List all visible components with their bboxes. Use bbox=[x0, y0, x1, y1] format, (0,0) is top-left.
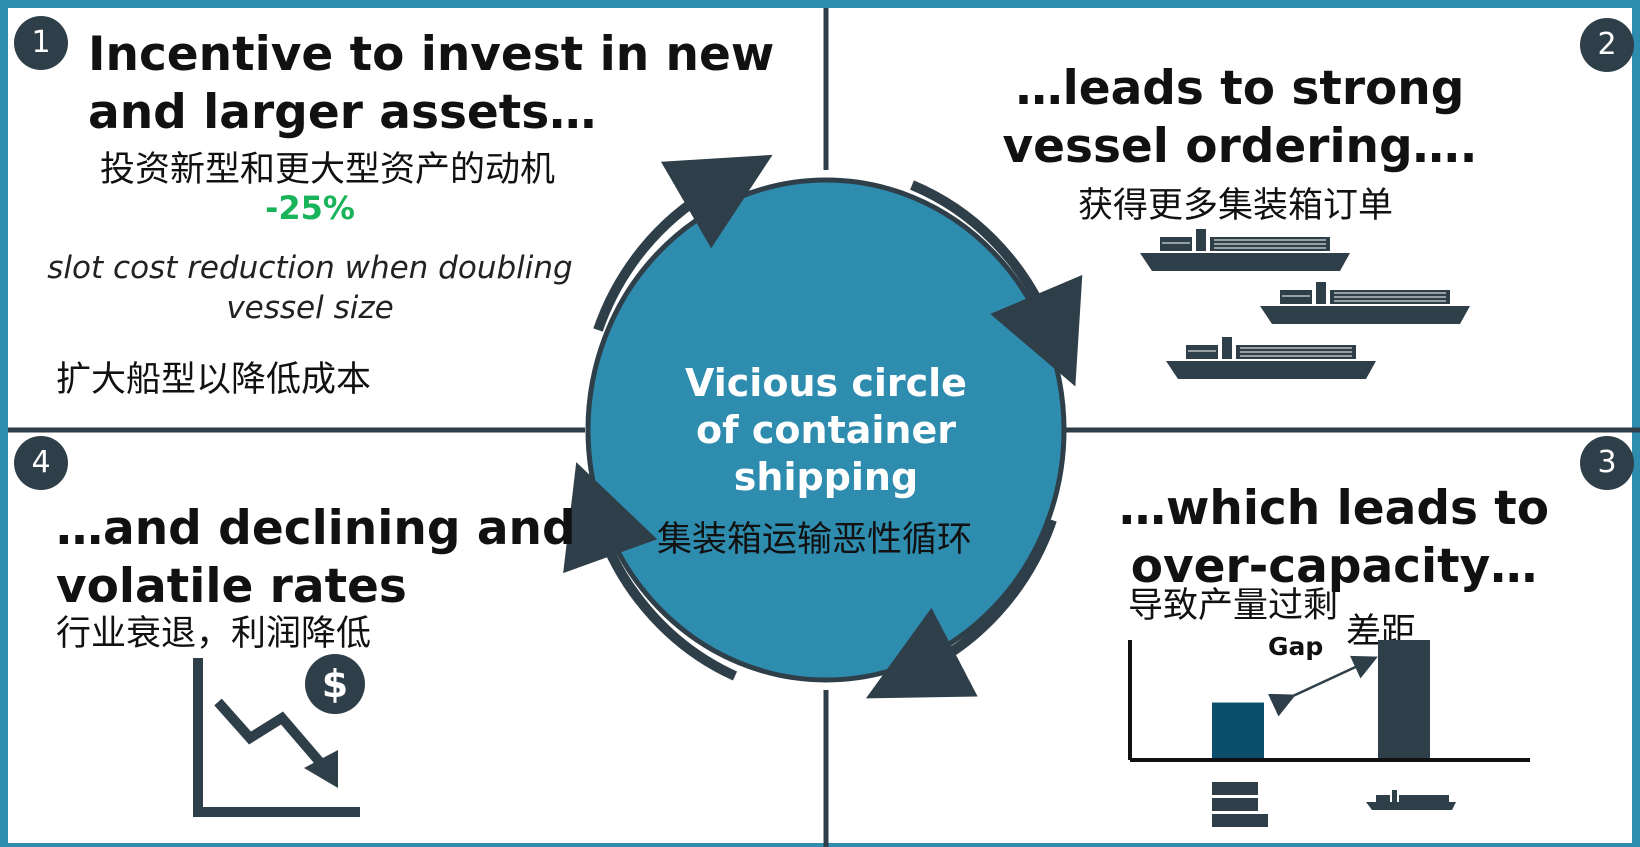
chart-axes bbox=[193, 658, 360, 817]
quadrant-2-title: …leads to strong vessel ordering…. bbox=[960, 60, 1520, 176]
quadrant-3-title-line-1: …which leads to bbox=[1118, 481, 1550, 536]
container-ship-icon bbox=[1166, 337, 1376, 379]
container-ship-icon bbox=[1366, 790, 1456, 810]
quadrant-3-title-line-2: over-capacity… bbox=[1130, 539, 1538, 594]
demand-bar bbox=[1212, 702, 1264, 758]
declining-arrowhead bbox=[304, 750, 338, 788]
declining-line bbox=[214, 698, 334, 778]
quadrant-1-note-line-2: vessel size bbox=[226, 290, 394, 326]
cycle-arrow-top-left bbox=[593, 154, 773, 332]
quadrant-2-title-line-1: …leads to strong bbox=[1015, 61, 1465, 116]
quadrant-1-title: Incentive to invest in new and larger as… bbox=[88, 26, 774, 142]
container-ship-icon bbox=[1140, 229, 1350, 271]
supply-bar bbox=[1378, 640, 1430, 758]
dollar-coin-icon bbox=[305, 654, 365, 714]
quadrant-1-title-line-2: and larger assets… bbox=[88, 85, 597, 140]
cycle-arrow-bottom-left bbox=[563, 462, 738, 681]
quadrant-4-subtitle-cn: 行业衰退，利润降低 bbox=[56, 614, 372, 654]
quadrant-1-subtitle-cn: 投资新型和更大型资产的动机 bbox=[100, 150, 556, 190]
center-title-line-2: of container bbox=[696, 408, 956, 452]
gap-arrow bbox=[1267, 655, 1378, 717]
quadrant-1-note-cn: 扩大船型以降低成本 bbox=[56, 360, 372, 400]
container-ship-icon bbox=[1260, 282, 1470, 324]
quadrant-4-title-line-1: …and declining and bbox=[56, 501, 576, 556]
center-title-line-3: shipping bbox=[733, 455, 919, 499]
declining-dollar-chart-icon: $ bbox=[193, 654, 365, 817]
container-stack-icon bbox=[1212, 782, 1268, 827]
cycle-arrow-top-right bbox=[910, 180, 1083, 387]
quadrant-1-number-badge: 1 bbox=[14, 16, 68, 70]
central-circle bbox=[585, 177, 1067, 683]
overcapacity-chart bbox=[1128, 640, 1530, 827]
quadrant-3-subtitle-cn: 导致产量过剩 bbox=[1128, 586, 1339, 626]
dollar-sign-glyph: $ bbox=[322, 662, 348, 706]
quadrant-2-title-line-2: vessel ordering…. bbox=[1002, 119, 1478, 174]
quadrant-1-note-line-1: slot cost reduction when doubling bbox=[47, 250, 573, 286]
quadrant-1-stat: -25% bbox=[265, 189, 355, 227]
center-title: Vicious circle of container shipping bbox=[626, 360, 1026, 501]
quadrant-4-title: …and declining and volatile rates bbox=[56, 500, 576, 616]
center-title-line-1: Vicious circle bbox=[685, 361, 967, 405]
quadrant-1-note: slot cost reduction when doubling vessel… bbox=[20, 248, 600, 328]
quadrant-4-number-badge: 4 bbox=[14, 436, 68, 490]
quadrant-2-number-badge: 2 bbox=[1580, 18, 1634, 72]
quadrant-2-subtitle-cn: 获得更多集装箱订单 bbox=[1078, 186, 1394, 226]
quadrant-4-title-line-2: volatile rates bbox=[56, 559, 407, 614]
center-subtitle-cn: 集装箱运输恶性循环 bbox=[657, 520, 973, 560]
cycle-arrow-bottom-right bbox=[865, 518, 1057, 699]
container-ship-icon-group bbox=[1140, 229, 1470, 379]
quadrant-1-title-line-1: Incentive to invest in new bbox=[88, 27, 775, 82]
quadrant-3-title: …which leads to over-capacity… bbox=[1114, 480, 1554, 596]
quadrant-3-number-badge: 3 bbox=[1580, 436, 1634, 490]
